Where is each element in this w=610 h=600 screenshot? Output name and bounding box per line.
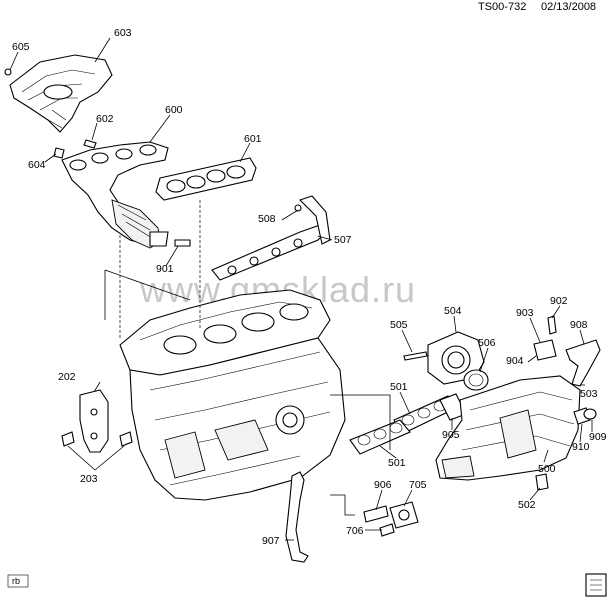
- callout-605: 605: [12, 41, 30, 53]
- seal-506: [463, 369, 489, 391]
- diagram-code: TS00-732: [478, 1, 526, 13]
- callout-505: 505: [390, 319, 408, 331]
- logo-icon: [585, 573, 607, 597]
- callout-906: 906: [374, 479, 392, 491]
- callout-602: 602: [96, 113, 114, 125]
- callout-905: 905: [442, 429, 460, 441]
- hose-907: [285, 471, 309, 563]
- callout-604: 604: [28, 159, 46, 171]
- exhaust-gasket-601: [155, 157, 257, 201]
- intake-manifold-500: [435, 375, 581, 481]
- callout-601: 601: [244, 133, 262, 145]
- intake-gasket-501-lower: [349, 419, 411, 455]
- stud-604: [53, 147, 65, 159]
- bolts-203: [61, 431, 133, 447]
- callout-600: 600: [165, 104, 183, 116]
- gasket-901: [174, 239, 191, 247]
- corner-label-box: [7, 574, 29, 588]
- exhaust-manifold-600: [61, 141, 169, 249]
- callout-904: 904: [506, 355, 524, 367]
- engine-block: [119, 289, 346, 501]
- clip-706: [379, 523, 395, 537]
- callout-902: 902: [550, 295, 568, 307]
- bolt-902: [547, 315, 557, 335]
- corner-label: rb: [12, 576, 20, 586]
- callout-907: 907: [262, 535, 280, 547]
- callout-501-upper: 501: [390, 381, 408, 393]
- callout-203: 203: [80, 473, 98, 485]
- callout-901: 901: [156, 263, 174, 275]
- hose-908: [565, 339, 601, 387]
- diagram-date: 02/13/2008: [541, 1, 596, 13]
- callout-500: 500: [538, 463, 556, 475]
- heat-shield-603: [4, 54, 113, 133]
- callout-506: 506: [478, 337, 496, 349]
- callout-507: 507: [334, 234, 352, 246]
- callout-706: 706: [346, 525, 364, 537]
- bracket-906: [363, 505, 389, 523]
- callout-910: 910: [572, 441, 590, 453]
- callout-603: 603: [114, 27, 132, 39]
- callout-504: 504: [444, 305, 462, 317]
- callout-908: 908: [570, 319, 588, 331]
- callout-903: 903: [516, 307, 534, 319]
- callout-705: 705: [409, 479, 427, 491]
- callout-501-lower: 501: [388, 457, 406, 469]
- fuel-rail-507: [211, 195, 331, 281]
- callout-202: 202: [58, 371, 76, 383]
- callout-909: 909: [589, 431, 607, 443]
- stud-602: [83, 139, 97, 149]
- callout-508: 508: [258, 213, 276, 225]
- bolt-502: [535, 473, 549, 491]
- sensor-904: [533, 339, 557, 361]
- bolt-505: [403, 351, 428, 361]
- callout-502: 502: [518, 499, 536, 511]
- callout-503: 503: [580, 388, 598, 400]
- bracket-202: [79, 389, 109, 453]
- cap-909: [583, 408, 597, 420]
